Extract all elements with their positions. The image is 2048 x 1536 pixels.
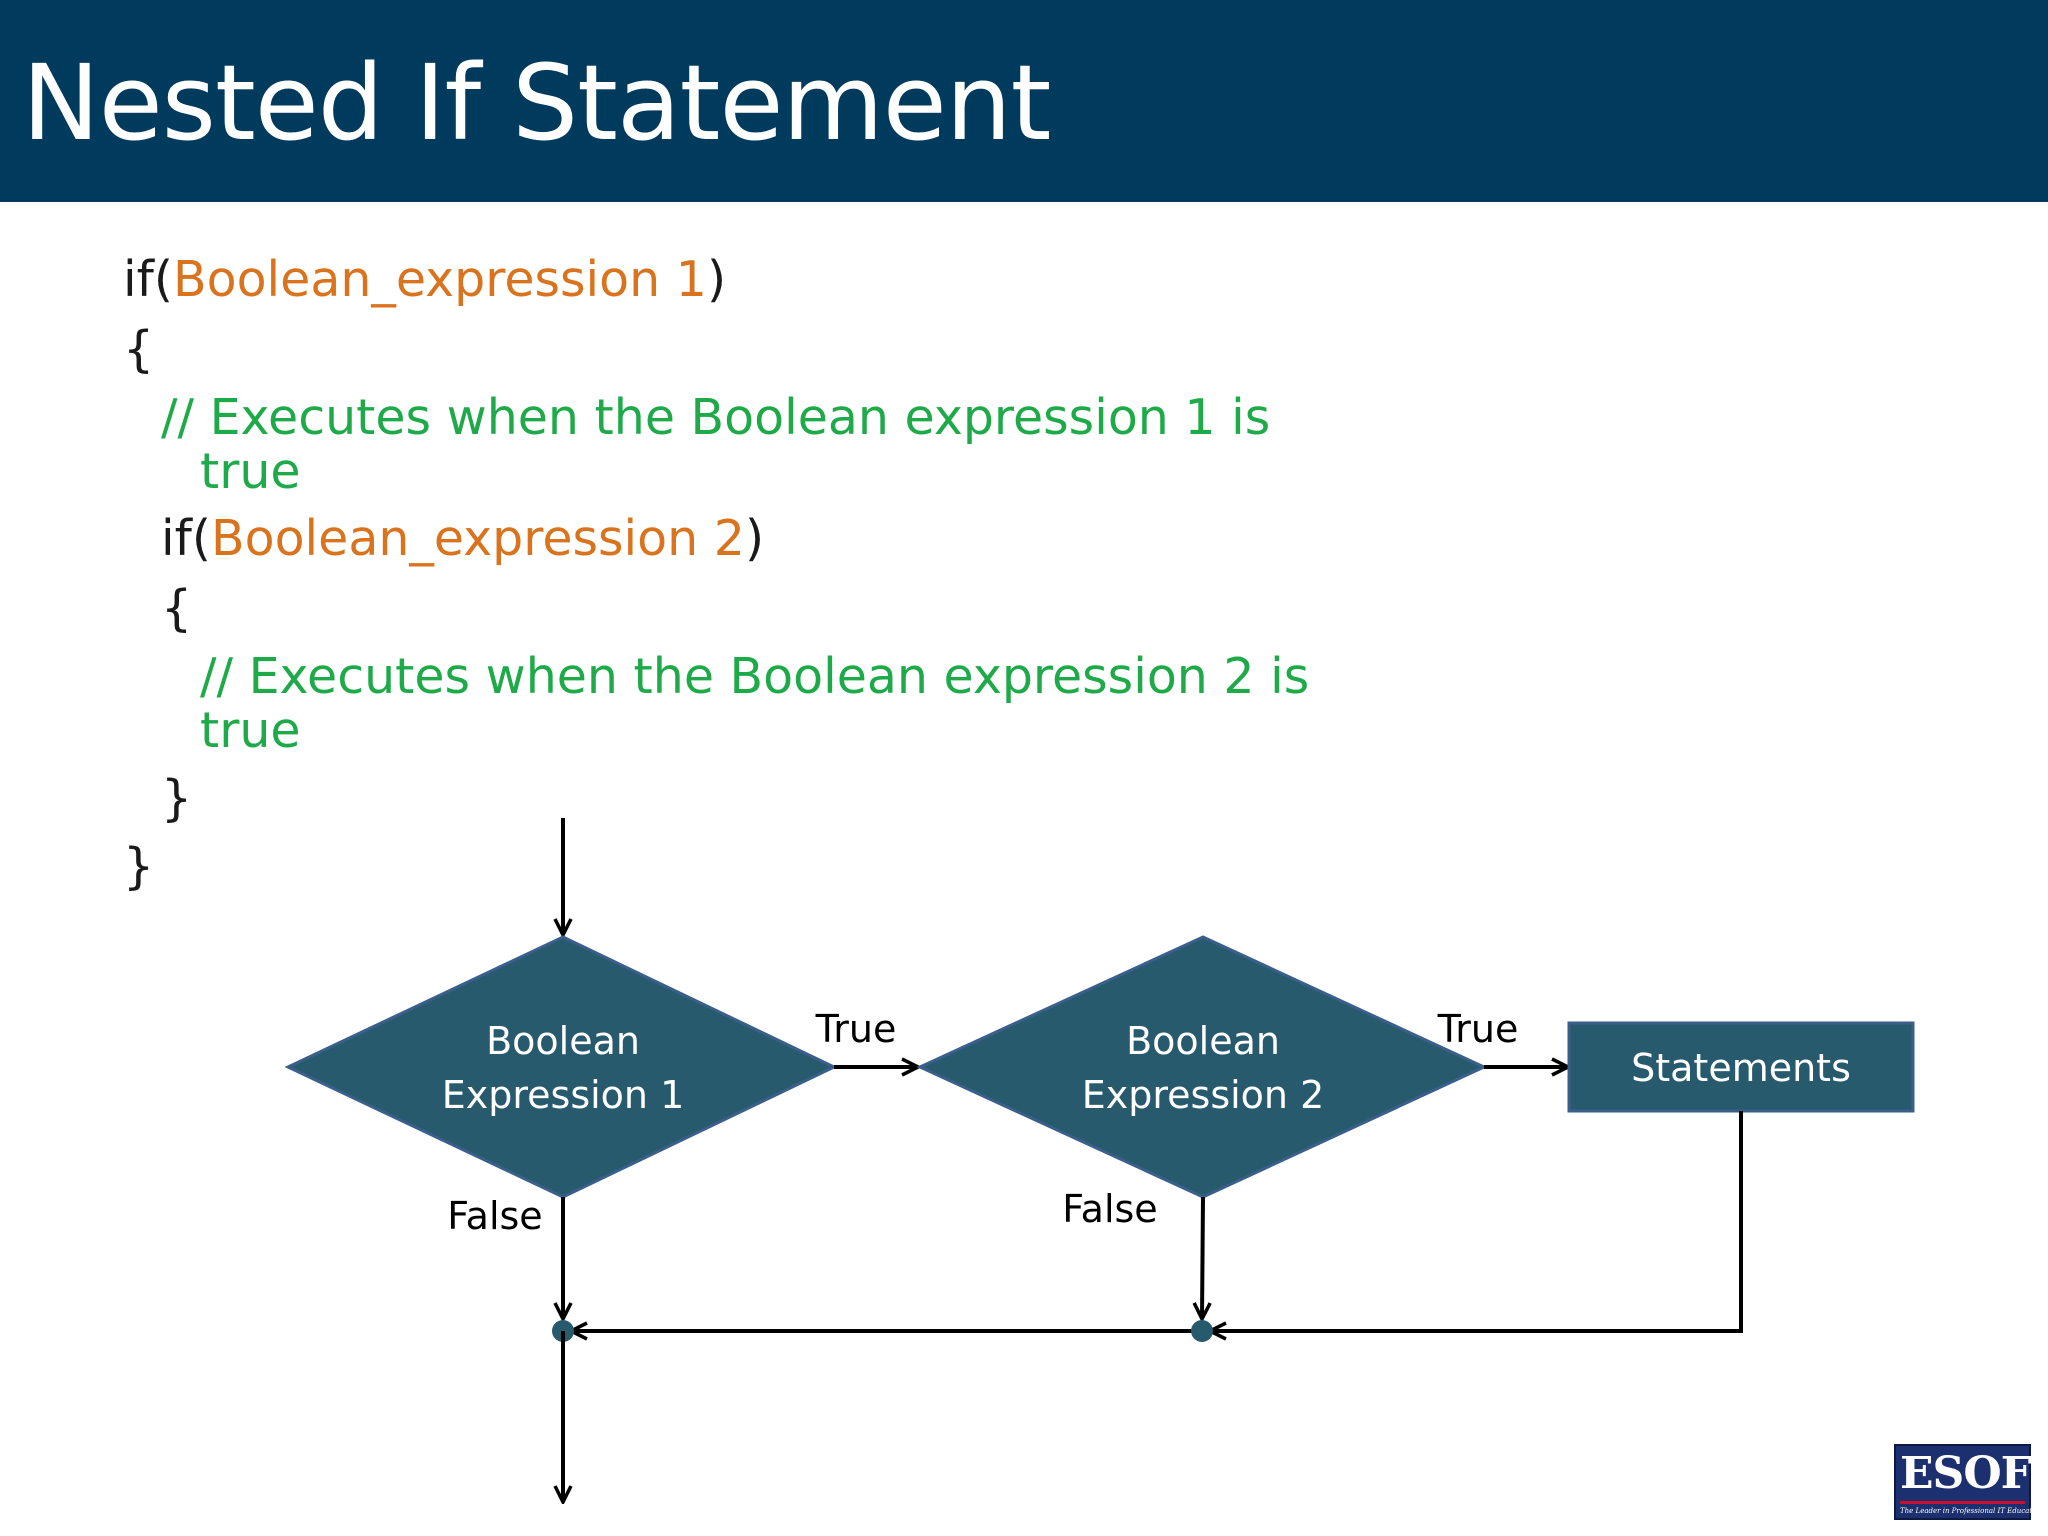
slide-title: Nested If Statement <box>22 42 1051 164</box>
code-comment-2: // Executes when the Boolean expression … <box>200 648 1310 705</box>
code-line-if-1: if(Boolean_expression 1) <box>123 251 726 309</box>
true-label-2: True <box>1437 1007 1519 1051</box>
decision-diamond-2 <box>916 935 1488 1199</box>
false-label-1: False <box>447 1194 542 1238</box>
false-label-2: False <box>1062 1187 1157 1231</box>
code-expression: Boolean_expression 2 <box>210 510 745 567</box>
decision-1-label-line2: Expression 1 <box>442 1073 685 1117</box>
title-bar: Nested If Statement <box>0 0 2048 202</box>
decision-2-label-line2: Expression 2 <box>1082 1073 1325 1117</box>
code-keyword: if( <box>123 251 173 308</box>
code-expression: Boolean_expression 1 <box>172 251 707 308</box>
code-keyword: if( <box>161 510 211 567</box>
logo-wordmark: ESOFT <box>1900 1448 2048 1499</box>
statements-return-arrow <box>1210 1111 1743 1331</box>
decision-diamond-1 <box>284 935 838 1199</box>
code-brace-close-1: } <box>123 838 155 895</box>
code-paren: ) <box>706 251 727 308</box>
decision-2-label-line1: Boolean <box>1126 1019 1280 1063</box>
logo-tagline: The Leader in Professional IT Education <box>1900 1507 2044 1515</box>
code-block: if(Boolean_expression 1) { // Executes w… <box>123 251 1310 895</box>
code-brace-close-2: } <box>161 770 193 827</box>
code-comment-2-cont: true <box>200 702 301 759</box>
false-arrow-2 <box>1202 1196 1203 1319</box>
true-label-1: True <box>815 1007 897 1051</box>
code-brace-open-2: { <box>161 580 193 637</box>
code-paren: ) <box>744 510 765 567</box>
decision-1-label-line1: Boolean <box>486 1019 640 1063</box>
logo-underline <box>1900 1501 2025 1504</box>
code-comment-1-cont: true <box>200 443 301 500</box>
code-comment-1: // Executes when the Boolean expression … <box>161 389 1271 446</box>
junction-dot-2 <box>1191 1320 1213 1342</box>
esoft-logo: ESOFT The Leader in Professional IT Educ… <box>1894 1444 2048 1520</box>
statements-label: Statements <box>1631 1046 1851 1090</box>
statements-box <box>1567 1021 1915 1113</box>
code-line-if-2: if(Boolean_expression 2) <box>161 510 764 568</box>
code-brace-open-1: { <box>123 321 155 378</box>
